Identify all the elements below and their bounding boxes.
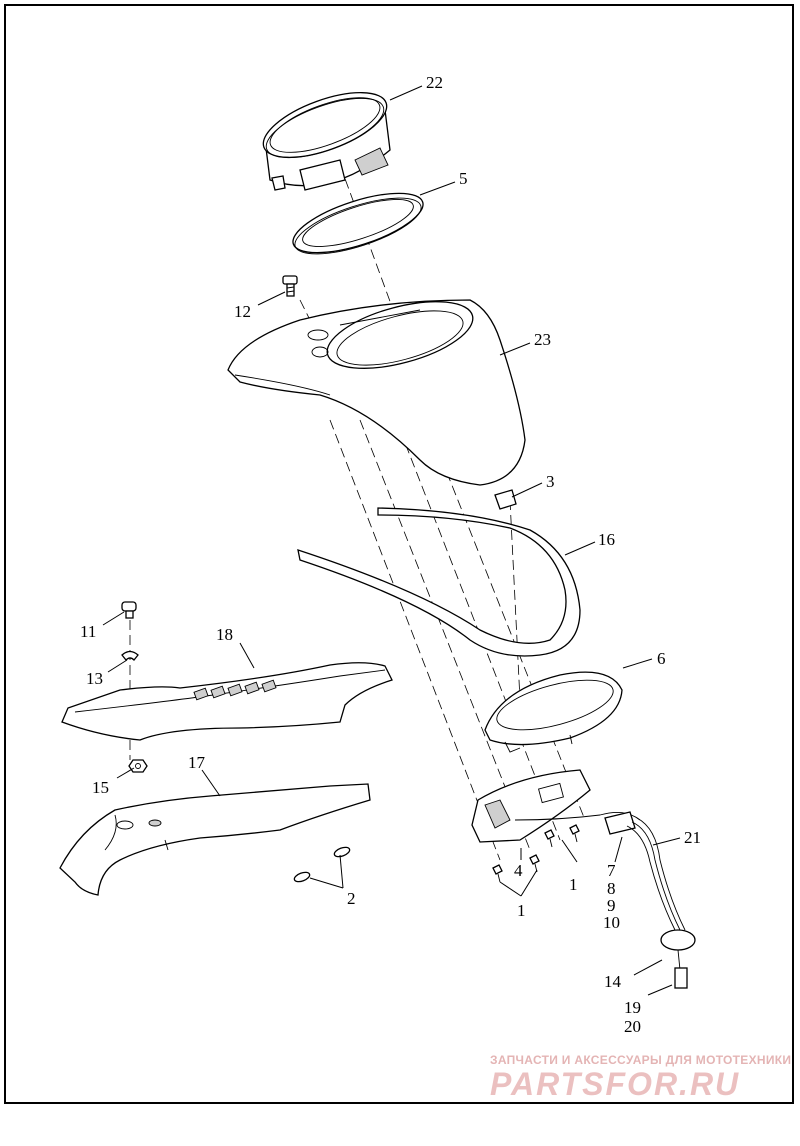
- callout-4: 4: [514, 861, 523, 880]
- callout-1-right: 1: [569, 875, 578, 894]
- part-12-screw: [282, 275, 298, 297]
- callout-labels: 22 5 12 23 3 16 11 18 13 6 15 17 21 4 1 …: [80, 73, 701, 1036]
- callout-10: 10: [603, 913, 620, 932]
- leader-lines: [102, 85, 681, 996]
- panel-slots: [193, 679, 277, 701]
- part-3-tab: [494, 489, 517, 510]
- callout-19: 19: [624, 998, 641, 1017]
- callout-21: 21: [684, 828, 701, 847]
- part-16-trim-strip: [297, 507, 581, 657]
- callout-5: 5: [459, 169, 468, 188]
- callout-18: 18: [216, 625, 233, 644]
- callout-17: 17: [188, 753, 206, 772]
- callout-20: 20: [624, 1017, 641, 1036]
- callout-3: 3: [546, 472, 555, 491]
- part-2-clips: [293, 846, 351, 883]
- part-13-clip: [121, 650, 139, 661]
- part-5-gasket: [292, 192, 424, 255]
- callout-1-bottom: 1: [517, 901, 526, 920]
- callout-23: 23: [534, 330, 551, 349]
- part-22-speedometer: [262, 92, 391, 191]
- callout-16: 16: [598, 530, 615, 549]
- callout-13: 13: [86, 669, 103, 688]
- part-15-nut: [128, 759, 148, 773]
- callout-2: 2: [347, 889, 356, 908]
- part-21-wiring-harness: [626, 817, 696, 989]
- watermark-tagline: ЗАПЧАСТИ И АКСЕССУАРЫ ДЛЯ МОТОТЕХНИКИ: [490, 1053, 792, 1067]
- callout-7: 7: [607, 861, 616, 880]
- callout-22: 22: [426, 73, 443, 92]
- part-18-upper-panel: [61, 662, 393, 741]
- callout-9: 9: [607, 896, 616, 915]
- part-4-switch-assembly: [471, 769, 641, 843]
- screws-group: [492, 824, 580, 883]
- part-17-lower-panel: [59, 783, 371, 896]
- callout-14: 14: [604, 972, 622, 991]
- callout-11: 11: [80, 622, 96, 641]
- callout-6: 6: [657, 649, 666, 668]
- diagram-border: [4, 4, 794, 1104]
- part-6-mounting-ring: [484, 671, 623, 753]
- callout-8: 8: [607, 879, 616, 898]
- watermark-logo: PARTSFOR.RU: [490, 1066, 741, 1102]
- part-23-console-housing: [227, 299, 526, 486]
- callout-12: 12: [234, 302, 251, 321]
- part-11-bolt: [121, 601, 137, 619]
- callout-15: 15: [92, 778, 109, 797]
